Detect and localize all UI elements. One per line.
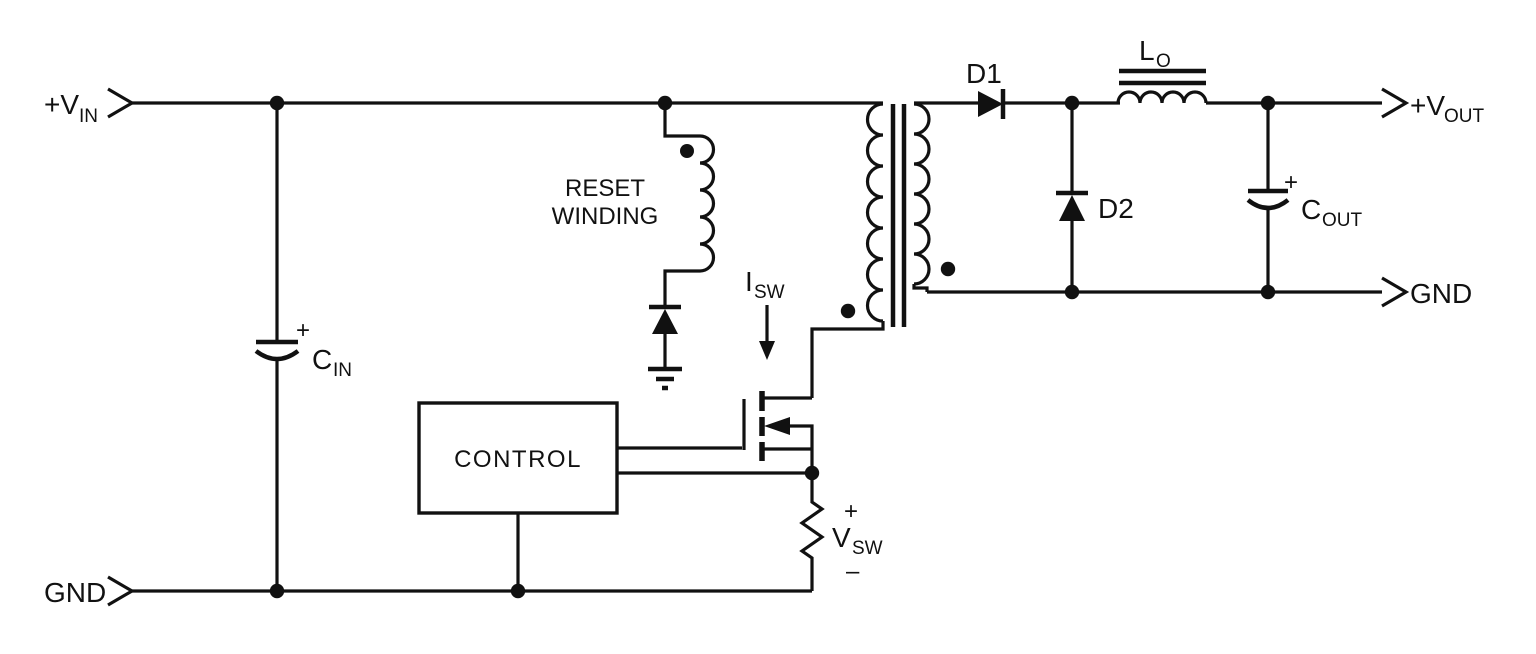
cin-label: C <box>312 344 332 375</box>
reset-wire-bottom <box>663 269 700 307</box>
gnd-in-label: GND <box>44 577 106 608</box>
junction-dot <box>269 583 285 599</box>
reset-wire-top <box>663 103 700 138</box>
control-block: CONTROL <box>417 401 810 591</box>
control-box <box>417 401 619 515</box>
mosfet-switch <box>617 391 814 473</box>
vin-chevron-icon <box>107 87 136 119</box>
vout-label-sub: OUT <box>1444 106 1485 127</box>
junction-dot <box>804 465 820 481</box>
isw-label: I <box>745 266 753 297</box>
vsw-minus-sign: – <box>846 558 860 585</box>
reset-label-line1: RESET <box>565 175 645 202</box>
control-label: CONTROL <box>454 446 582 473</box>
cout-label: C <box>1301 194 1321 225</box>
mosfet-body-wire <box>790 424 814 473</box>
primary-phase-dot <box>840 303 856 319</box>
mosfet-body-arrow-icon <box>764 417 790 435</box>
junction-dot <box>657 95 673 111</box>
isw-label-sub: SW <box>754 282 785 303</box>
isw-annotation: I SW <box>745 266 785 360</box>
capacitor-cout: + C OUT <box>1246 103 1363 292</box>
junction-dot <box>1064 284 1080 300</box>
junction-dot <box>510 583 526 599</box>
diode-d2: D2 <box>1056 103 1134 292</box>
d1-label: D1 <box>966 58 1002 89</box>
terminal-gnd-out: GND <box>1381 276 1472 309</box>
isw-arrowhead-icon <box>759 341 775 360</box>
vsw-label: V <box>832 522 851 553</box>
ground-symbol-icon <box>648 366 682 391</box>
cout-plus-sign: + <box>1284 169 1298 196</box>
junction-dot <box>269 95 285 111</box>
d2-triangle <box>1059 195 1085 221</box>
junction-dot <box>1260 284 1276 300</box>
gnd-in-chevron-icon <box>107 575 136 607</box>
junction-dot <box>1064 95 1080 111</box>
junction-dot <box>1260 95 1276 111</box>
reset-coil <box>699 134 716 273</box>
terminal-gnd-in: GND <box>44 575 136 608</box>
gnd-out-chevron-icon <box>1381 276 1410 308</box>
vout-chevron-icon <box>1381 87 1410 119</box>
lo-label: L <box>1139 35 1155 66</box>
reset-winding: RESET WINDING <box>552 103 716 307</box>
primary-winding-coil <box>865 102 884 323</box>
junction-dots <box>269 95 1276 599</box>
cout-label-sub: OUT <box>1322 210 1363 231</box>
reset-phase-dot <box>680 144 694 158</box>
cin-label-sub: IN <box>333 360 352 381</box>
gnd-out-label: GND <box>1410 278 1472 309</box>
vin-label-sub: IN <box>79 106 98 127</box>
cout-plate-curved <box>1246 198 1290 211</box>
terminal-vout: +V OUT <box>1381 87 1485 127</box>
primary-wire-bottom <box>810 321 885 398</box>
vsw-plus-sign: + <box>844 498 858 525</box>
secondary-phase-dot <box>940 261 956 277</box>
terminal-vin: +V IN <box>44 87 136 127</box>
resistor-vsw: + V SW – <box>799 473 883 591</box>
vin-label: +V <box>44 89 79 120</box>
secondary-winding-coil <box>913 102 931 286</box>
vsw-label-sub: SW <box>852 538 883 559</box>
lo-label-sub: O <box>1156 51 1171 72</box>
vsw-resistor-zigzag <box>799 473 825 591</box>
reset-label-line2: WINDING <box>552 203 659 230</box>
cin-plate-curved <box>254 349 300 362</box>
secondary-wire-bottom <box>912 284 929 292</box>
transformer <box>810 101 978 398</box>
capacitor-cin: + C IN <box>254 103 352 591</box>
cin-plus-sign: + <box>296 317 310 344</box>
lo-coil <box>1116 90 1208 104</box>
diode-reset <box>649 304 681 369</box>
d2-label: D2 <box>1098 193 1134 224</box>
d1-triangle <box>978 91 1003 117</box>
inductor-lo: L O <box>1116 35 1208 104</box>
reset-diode-triangle <box>652 309 678 334</box>
diode-d1: D1 <box>966 58 1006 119</box>
vout-label: +V <box>1410 90 1445 121</box>
